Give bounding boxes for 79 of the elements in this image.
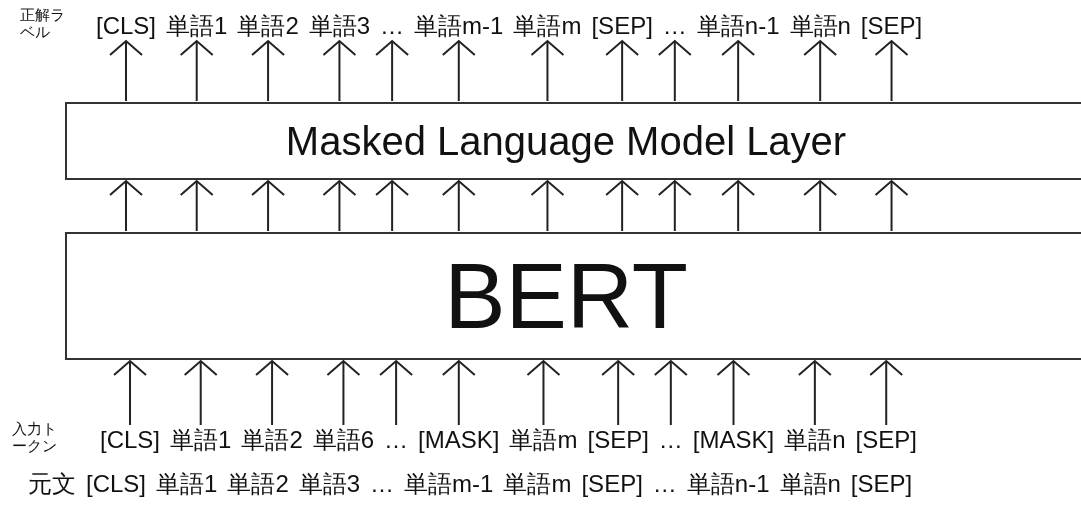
token-label: 単語n-1 — [686, 470, 770, 498]
arrow — [255, 360, 290, 426]
arrow — [601, 360, 636, 426]
token-label: [SEP] — [850, 470, 913, 498]
arrow — [251, 180, 286, 232]
token-label: … — [652, 470, 677, 498]
arrow — [179, 180, 214, 232]
arrow — [379, 360, 414, 426]
token-label: 単語n-1 — [696, 12, 780, 40]
model-box — [65, 232, 1081, 360]
token-label: 単語n — [784, 426, 846, 454]
token-label: [CLS] — [96, 12, 157, 40]
arrow — [869, 360, 904, 426]
token-label: 単語m — [503, 470, 572, 498]
arrow — [530, 40, 565, 102]
token-label: 単語2 — [241, 426, 303, 454]
arrow — [657, 180, 692, 232]
arrow — [716, 360, 751, 426]
arrow — [657, 40, 692, 102]
arrow — [721, 40, 756, 102]
token-label: 単語1 — [156, 470, 218, 498]
token-label: [SEP] — [855, 426, 917, 454]
token-label: [SEP] — [587, 426, 649, 454]
token-label: [MASK] — [418, 426, 500, 454]
arrow — [874, 180, 909, 232]
row-label: 入力トークン — [12, 420, 58, 454]
token-label: [SEP] — [860, 12, 923, 40]
token-label: … — [384, 426, 409, 454]
layer-label: Masked Language Model Layer — [285, 118, 848, 164]
token-label: 単語1 — [170, 426, 232, 454]
arrow — [179, 40, 214, 102]
arrow — [605, 40, 640, 102]
arrow — [322, 40, 357, 102]
token-label: … — [658, 426, 683, 454]
token-label: 単語6 — [312, 426, 375, 454]
arrow — [530, 180, 565, 232]
arrow — [803, 180, 838, 232]
arrow — [526, 360, 561, 426]
token-label: 単語n — [779, 470, 841, 498]
token-label: 単語3 — [308, 12, 371, 40]
arrow — [441, 180, 476, 232]
arrow — [441, 40, 476, 102]
arrow — [874, 40, 909, 102]
arrow — [113, 360, 147, 426]
arrow — [375, 40, 410, 102]
token-label: 単語m — [513, 12, 582, 40]
token-label: 単語m-1 — [404, 470, 494, 498]
arrow — [183, 360, 218, 426]
token-label: 単語3 — [298, 470, 361, 498]
arrow — [109, 180, 143, 232]
arrow — [797, 360, 832, 426]
arrow — [322, 180, 357, 232]
token-label: 単語m — [509, 426, 578, 454]
token-label: [SEP] — [591, 12, 653, 40]
row-label: 元文 — [28, 470, 76, 498]
arrow — [605, 180, 640, 232]
token-label: [SEP] — [581, 470, 643, 498]
token-label: 単語m-1 — [414, 12, 504, 40]
token-label: … — [662, 12, 687, 40]
token-label: [MASK] — [692, 426, 775, 454]
token-label: [CLS] — [86, 470, 147, 498]
layer-box — [65, 102, 1081, 180]
arrow — [326, 360, 361, 426]
arrow — [803, 40, 838, 102]
arrow — [441, 360, 476, 426]
token-label: 単語n — [789, 12, 851, 40]
token-label: 単語1 — [166, 12, 228, 40]
token-label: 単語2 — [237, 12, 299, 40]
arrow — [109, 40, 143, 102]
row-label: 正解ラベル — [20, 6, 66, 40]
token-label: [CLS] — [100, 426, 161, 454]
arrow — [375, 180, 410, 232]
arrow — [653, 360, 688, 426]
arrow — [721, 180, 756, 232]
token-label: … — [370, 470, 395, 498]
arrow — [251, 40, 286, 102]
layer-label: BERT — [444, 243, 689, 349]
token-label: 単語2 — [227, 470, 289, 498]
token-label: … — [380, 12, 405, 40]
